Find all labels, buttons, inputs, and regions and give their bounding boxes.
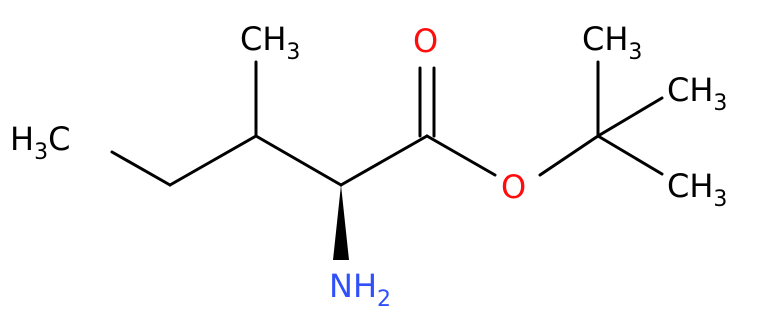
label-amine: NH2 <box>329 267 391 312</box>
bond-ch3-left-to-ch2 <box>110 150 172 187</box>
label-tbutyl-methyl-2: CH3 <box>667 71 727 116</box>
bond-tbutyl-to-methyl-2 <box>596 96 664 138</box>
label-methyl-left: H3C <box>10 120 70 165</box>
label-tbutyl-methyl-3: CH3 <box>667 167 727 212</box>
bonds <box>110 60 664 260</box>
bond-carbonyl-to-ester-o <box>425 134 497 177</box>
atom-labels: H3C CH3 O O NH2 CH3 CH3 CH3 <box>10 20 727 312</box>
bond-ester-o-to-tbutyl <box>538 134 600 177</box>
label-methyl-top: CH3 <box>240 20 300 65</box>
bond-ch-to-alpha-carbon <box>254 134 343 187</box>
wedge-bond-to-amine <box>333 185 349 260</box>
label-tbutyl-methyl-1: CH3 <box>582 20 642 65</box>
label-carbonyl-oxygen: O <box>413 22 438 60</box>
bond-tbutyl-to-methyl-3 <box>596 134 664 176</box>
bond-ch2-to-ch <box>168 134 258 187</box>
label-ester-oxygen: O <box>501 168 526 206</box>
bond-alpha-carbon-to-carbonyl <box>339 134 429 187</box>
